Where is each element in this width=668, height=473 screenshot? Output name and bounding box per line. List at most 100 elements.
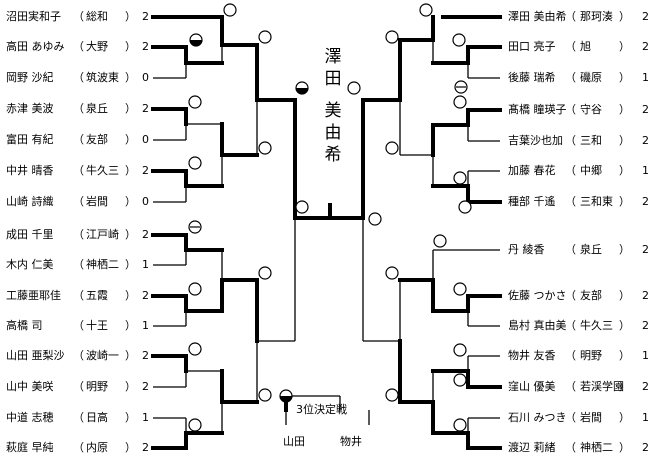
paren-open: （ (565, 319, 576, 332)
player-score: 2 (642, 134, 649, 147)
win-marker (188, 156, 202, 170)
player-school: 内原 (86, 441, 108, 454)
paren-open: （ (565, 411, 576, 424)
player-name: 丹 綾香 (508, 243, 545, 256)
third-place-right-name: 物井 (340, 435, 362, 448)
third-place-left-name: 山田 (283, 435, 305, 448)
player-name: 髙橋 瞳瑛子 (508, 103, 567, 116)
player-school: 十王 (86, 319, 108, 332)
paren-close: ） (619, 164, 630, 177)
player-school: 大野 (86, 40, 108, 53)
player-school: 三和 (580, 134, 602, 147)
player-score: 1 (142, 319, 149, 332)
half-fill-mark (280, 396, 292, 402)
win-marker (385, 266, 399, 280)
paren-open: （ (73, 411, 84, 424)
player-school: 泉丘 (86, 102, 108, 115)
player-score: 2 (642, 289, 649, 302)
player-name: 窪山 優美 (508, 380, 556, 393)
paren-close: ） (619, 441, 630, 454)
paren-open: （ (565, 380, 576, 393)
paren-close: ） (619, 103, 630, 116)
paren-close: ） (619, 195, 630, 208)
paren-open: （ (565, 243, 576, 256)
half-fill-mark (296, 88, 308, 94)
player-school: 岩間 (580, 411, 602, 424)
player-name: 工藤亜耶佳 (6, 289, 61, 302)
player-school: 守谷 (580, 103, 602, 116)
player-score: 2 (142, 40, 149, 53)
player-school: 友部 (86, 133, 108, 146)
player-score: 1 (642, 411, 649, 424)
player-name: 沼田実和子 (6, 10, 61, 23)
paren-open: （ (73, 289, 84, 302)
paren-open: （ (73, 228, 84, 241)
player-school: 友部 (580, 289, 602, 302)
paren-close: ） (125, 289, 136, 302)
win-marker (433, 234, 447, 248)
win-marker (258, 388, 272, 402)
win-marker (453, 373, 467, 387)
paren-close: ） (619, 349, 630, 362)
player-score: 0 (142, 133, 149, 146)
player-score: 1 (642, 71, 649, 84)
paren-open: （ (73, 164, 84, 177)
paren-close: ） (619, 289, 630, 302)
player-school: 筑波東 (86, 71, 119, 84)
win-marker (452, 33, 466, 47)
player-school: 岩間 (86, 195, 108, 208)
win-marker (188, 95, 202, 109)
paren-open: （ (565, 40, 576, 53)
champion-char: 由 (324, 123, 342, 143)
paren-open: （ (565, 195, 576, 208)
champion-char: 美 (324, 101, 342, 121)
player-score: 2 (642, 195, 649, 208)
player-score: 2 (142, 102, 149, 115)
player-name: 高橋 司 (6, 319, 43, 332)
player-name: 後藤 瑞希 (508, 71, 556, 84)
champion-char: 田 (324, 69, 342, 89)
player-score: 2 (142, 228, 149, 241)
paren-close: ） (125, 258, 136, 271)
win-marker (188, 418, 202, 432)
player-school: 波崎一 (86, 349, 119, 362)
player-name: 山崎 詩織 (6, 195, 54, 208)
paren-close: ） (125, 40, 136, 53)
player-school: 明野 (86, 380, 108, 393)
paren-open: （ (565, 10, 576, 23)
player-name: 澤田 美由希 (508, 10, 567, 23)
player-name: 加藤 春花 (508, 164, 556, 177)
player-name: 木内 仁美 (6, 258, 54, 271)
champion-char: 希 (324, 145, 342, 165)
paren-open: （ (565, 349, 576, 362)
player-score: 2 (142, 289, 149, 302)
player-school: 神栖二 (580, 441, 613, 454)
paren-close: ） (125, 71, 136, 84)
paren-open: （ (73, 441, 84, 454)
paren-open: （ (73, 380, 84, 393)
paren-open: （ (565, 289, 576, 302)
paren-close: ） (125, 228, 136, 241)
paren-open: （ (73, 102, 84, 115)
paren-close: ） (619, 319, 630, 332)
win-marker (453, 95, 467, 109)
player-score: 2 (142, 349, 149, 362)
player-name: 中井 晴香 (6, 164, 54, 177)
paren-close: ） (125, 133, 136, 146)
player-name: 富田 有紀 (6, 133, 54, 146)
player-name: 赤津 美波 (6, 102, 54, 115)
paren-close: ） (125, 411, 136, 424)
win-marker (453, 343, 467, 357)
paren-open: （ (565, 441, 576, 454)
paren-close: ） (125, 319, 136, 332)
player-score: 2 (642, 243, 649, 256)
player-school: 神栖二 (86, 258, 119, 271)
player-score: 0 (142, 71, 149, 84)
player-school: 三和東 (580, 195, 613, 208)
player-school: 磯原 (580, 71, 602, 84)
half-fill-mark (190, 40, 202, 46)
player-name: 田口 亮子 (508, 40, 556, 53)
player-score: 2 (642, 40, 649, 53)
